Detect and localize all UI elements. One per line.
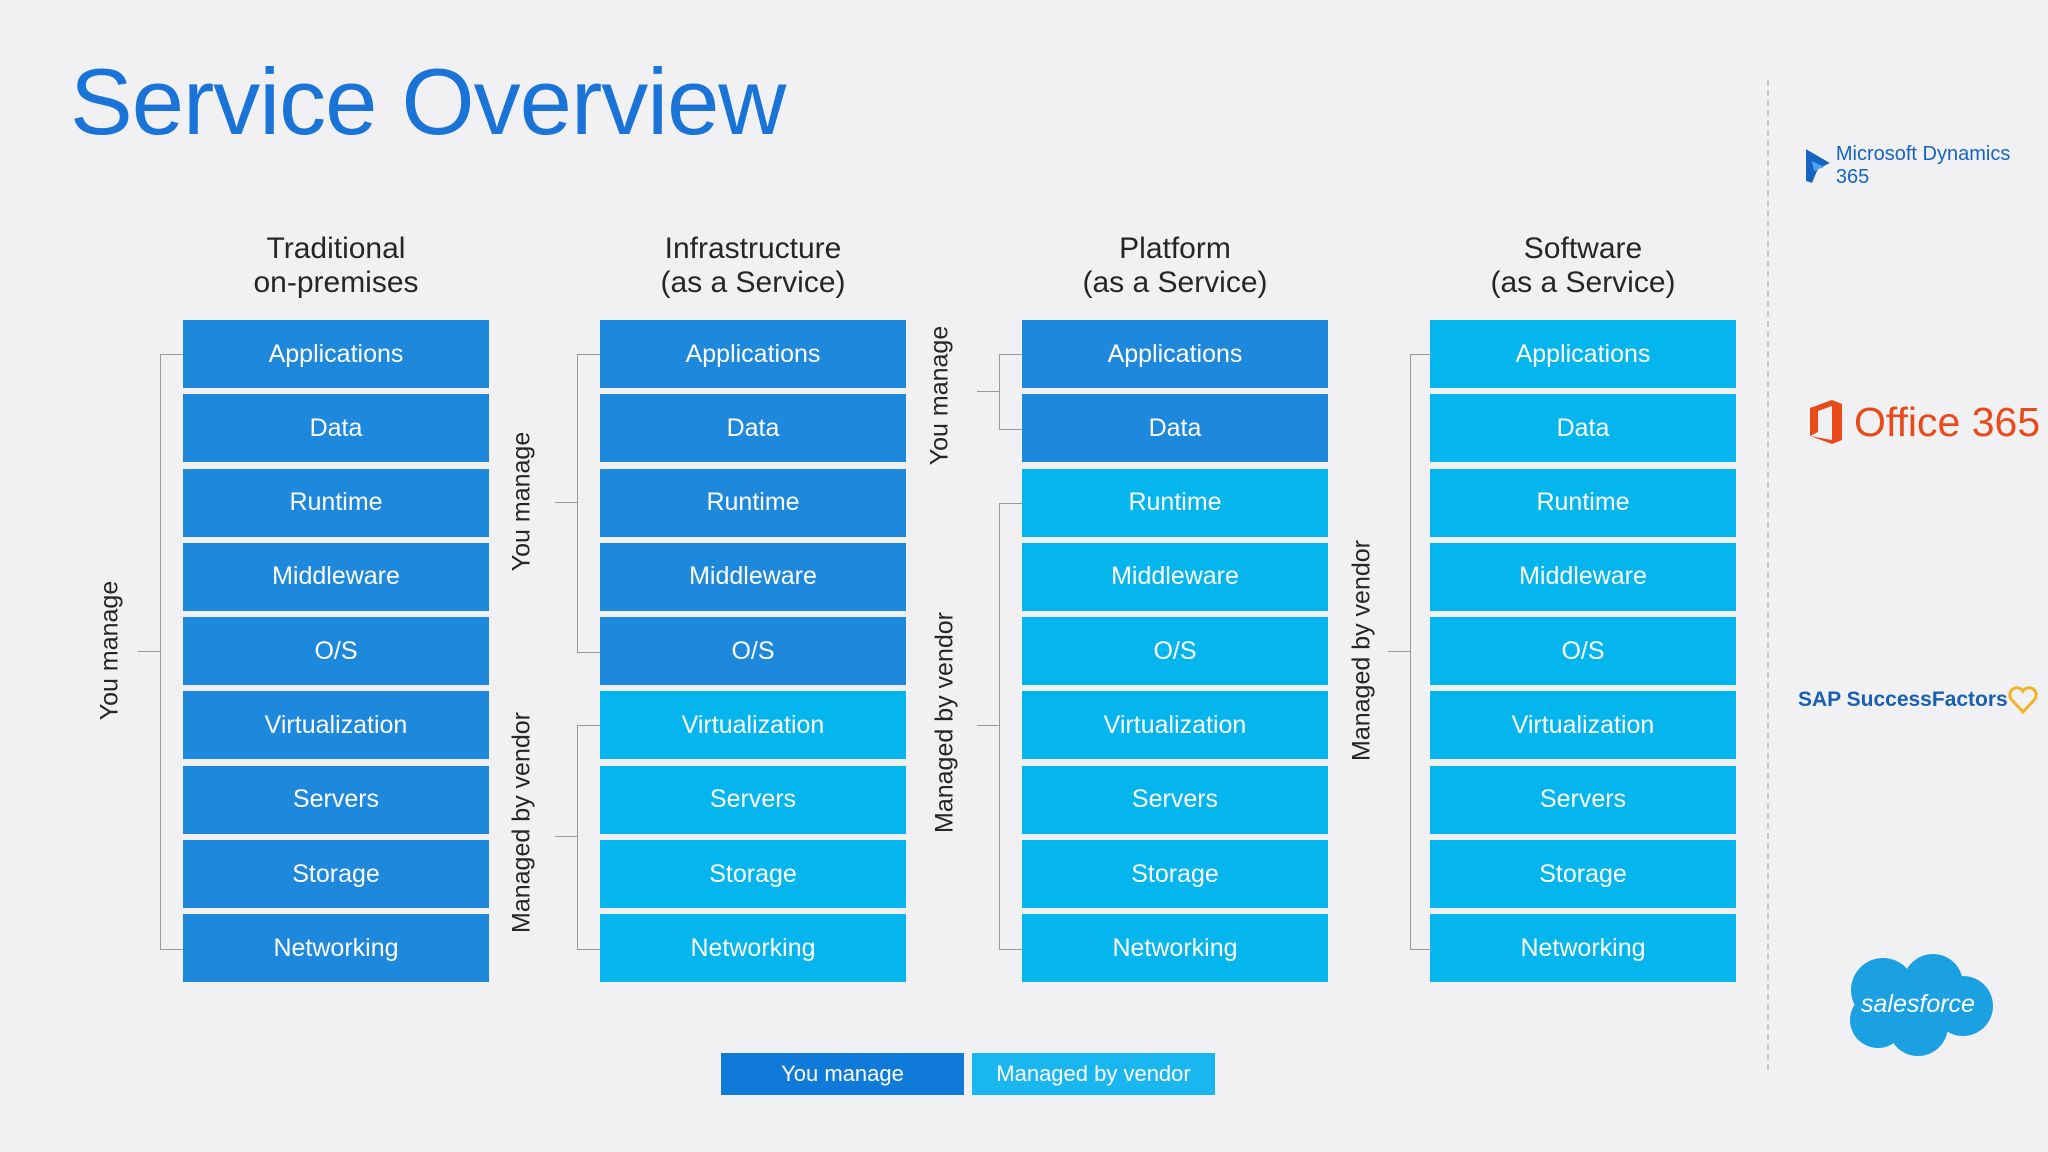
layer-data: Data <box>183 394 489 463</box>
sap-successfactors-logo: SAP SuccessFactors <box>1798 686 2038 714</box>
column-header-line: on-premises <box>253 266 419 299</box>
column-header-line: Infrastructure <box>664 232 842 265</box>
layer-applications: Applications <box>1022 320 1328 388</box>
layer-runtime: Runtime <box>1022 468 1328 537</box>
microsoft-dynamics-text: Microsoft Dynamics 365 <box>1835 143 2011 188</box>
bracket-tick <box>977 391 999 392</box>
column-header-saas: Software (as a Service) <box>1430 232 1736 300</box>
layer-storage: Storage <box>183 840 489 909</box>
layer-virtualization: Virtualization <box>1430 691 1736 760</box>
layer-o-s: O/S <box>183 617 489 686</box>
bracket-you-manage-paas <box>999 354 1022 430</box>
bracket-label-managed-by-vendor: Managed by vendor <box>930 612 959 833</box>
office-365-text: Office 365 <box>1854 398 2041 445</box>
vertical-divider <box>1767 80 1769 1070</box>
bracket-label-you-manage: You manage <box>95 580 124 721</box>
layer-middleware: Middleware <box>1430 542 1736 611</box>
layer-servers: Servers <box>600 765 906 834</box>
microsoft-dynamics-logo: Microsoft Dynamics 365 <box>1804 143 2048 189</box>
heart-icon <box>2008 686 2038 714</box>
salesforce-logo: salesforce <box>1838 948 1998 1063</box>
layer-storage: Storage <box>600 840 906 909</box>
layer-applications: Applications <box>183 320 489 388</box>
layer-servers: Servers <box>1022 765 1328 834</box>
layer-applications: Applications <box>1430 320 1736 388</box>
dynamics-icon <box>1805 149 1830 183</box>
sap-successfactors-text: SAP SuccessFactors <box>1798 688 2008 711</box>
legend-managed-by-vendor: Managed by vendor <box>972 1053 1215 1095</box>
bracket-tick <box>1388 651 1410 652</box>
layer-servers: Servers <box>183 765 489 834</box>
bracket-tick <box>555 836 577 837</box>
bracket-vendor-paas <box>999 503 1022 950</box>
layer-o-s: O/S <box>600 617 906 686</box>
bracket-label-managed-by-vendor: Managed by vendor <box>507 712 536 933</box>
bracket-tick <box>555 502 577 503</box>
bracket-tick <box>977 725 999 726</box>
column-header-line: (as a Service) <box>1490 266 1676 299</box>
column-header-line: Traditional <box>266 232 406 265</box>
column-header-line: (as a Service) <box>660 266 846 299</box>
layer-networking: Networking <box>1430 914 1736 983</box>
layer-storage: Storage <box>1430 840 1736 909</box>
bracket-label-you-manage: You manage <box>925 325 954 466</box>
layer-o-s: O/S <box>1022 617 1328 686</box>
layer-runtime: Runtime <box>1430 468 1736 537</box>
salesforce-cloud-icon: salesforce <box>1850 954 1993 1056</box>
column-header-traditional: Traditional on-premises <box>183 232 489 300</box>
layer-virtualization: Virtualization <box>1022 691 1328 760</box>
layer-middleware: Middleware <box>600 542 906 611</box>
layer-middleware: Middleware <box>183 542 489 611</box>
layer-servers: Servers <box>1430 765 1736 834</box>
layer-o-s: O/S <box>1430 617 1736 686</box>
column-header-line: Platform <box>1119 232 1231 265</box>
bracket-label-managed-by-vendor: Managed by vendor <box>1347 540 1376 761</box>
legend: You manage Managed by vendor <box>721 1053 1223 1095</box>
layer-data: Data <box>600 394 906 463</box>
column-header-iaas: Infrastructure (as a Service) <box>600 232 906 300</box>
layer-storage: Storage <box>1022 840 1328 909</box>
layer-networking: Networking <box>600 914 906 983</box>
bracket-label-you-manage: You manage <box>507 431 536 572</box>
layer-data: Data <box>1022 394 1328 463</box>
layer-networking: Networking <box>183 914 489 983</box>
layer-virtualization: Virtualization <box>600 691 906 760</box>
bracket-tick <box>138 651 160 652</box>
bracket-you-manage-traditional <box>160 354 183 950</box>
layer-applications: Applications <box>600 320 906 388</box>
column-header-line: Software <box>1523 232 1643 265</box>
salesforce-text: salesforce <box>1861 990 1975 1018</box>
legend-you-manage: You manage <box>721 1053 964 1095</box>
column-header-paas: Platform (as a Service) <box>1022 232 1328 300</box>
layer-virtualization: Virtualization <box>183 691 489 760</box>
column-header-line: (as a Service) <box>1082 266 1268 299</box>
bracket-you-manage-iaas <box>577 354 600 653</box>
office-365-logo: Office 365 <box>1806 398 2040 446</box>
page-title: Service Overview <box>70 49 786 154</box>
layer-networking: Networking <box>1022 914 1328 983</box>
layer-middleware: Middleware <box>1022 542 1328 611</box>
layer-runtime: Runtime <box>183 468 489 537</box>
bracket-vendor-iaas <box>577 725 600 950</box>
layer-data: Data <box>1430 394 1736 463</box>
layer-runtime: Runtime <box>600 468 906 537</box>
bracket-vendor-saas <box>1410 354 1433 950</box>
office-icon <box>1810 400 1842 444</box>
